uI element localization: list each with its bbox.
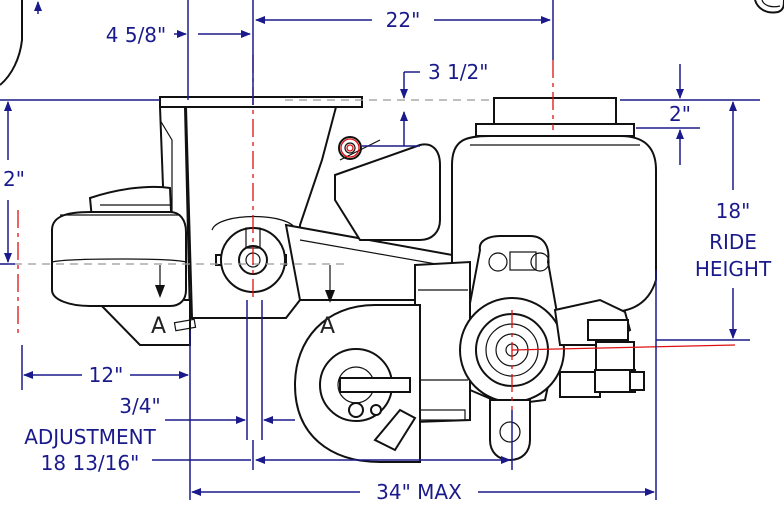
valve-fittings <box>559 319 645 398</box>
dimension-labels: 22" 4 5/8" 3 1/2" 2" 18" RIDE HEIGHT 2" … <box>3 8 772 504</box>
dimension-lines <box>0 0 760 500</box>
adjustment-label: ADJUSTMENT <box>24 425 156 449</box>
section-letters: A A <box>151 314 335 339</box>
section-a-right: A <box>320 314 335 339</box>
dim-34-max: 34" MAX <box>376 480 462 504</box>
brake-drum <box>293 304 421 463</box>
dim-2-right: 2" <box>669 102 691 126</box>
slack-adjuster <box>489 399 531 462</box>
height-label: HEIGHT <box>695 257 772 281</box>
dim-2-left: 2" <box>3 167 25 191</box>
section-arrows <box>155 265 335 332</box>
dim-22: 22" <box>386 8 421 32</box>
dim-18-13-16: 18 13/16" <box>41 451 140 475</box>
dim-4-5-8: 4 5/8" <box>106 23 166 47</box>
dim-18-ride: 18" <box>716 199 751 223</box>
dim-12: 12" <box>89 363 124 387</box>
left-air-spring <box>51 211 187 307</box>
shock-absorber <box>334 136 441 241</box>
dim-3-1-2: 3 1/2" <box>428 60 488 84</box>
ride-label: RIDE <box>709 230 757 254</box>
suspension-assembly <box>0 0 784 463</box>
dim-3-4: 3/4" <box>119 394 160 418</box>
section-a-left: A <box>151 314 166 339</box>
